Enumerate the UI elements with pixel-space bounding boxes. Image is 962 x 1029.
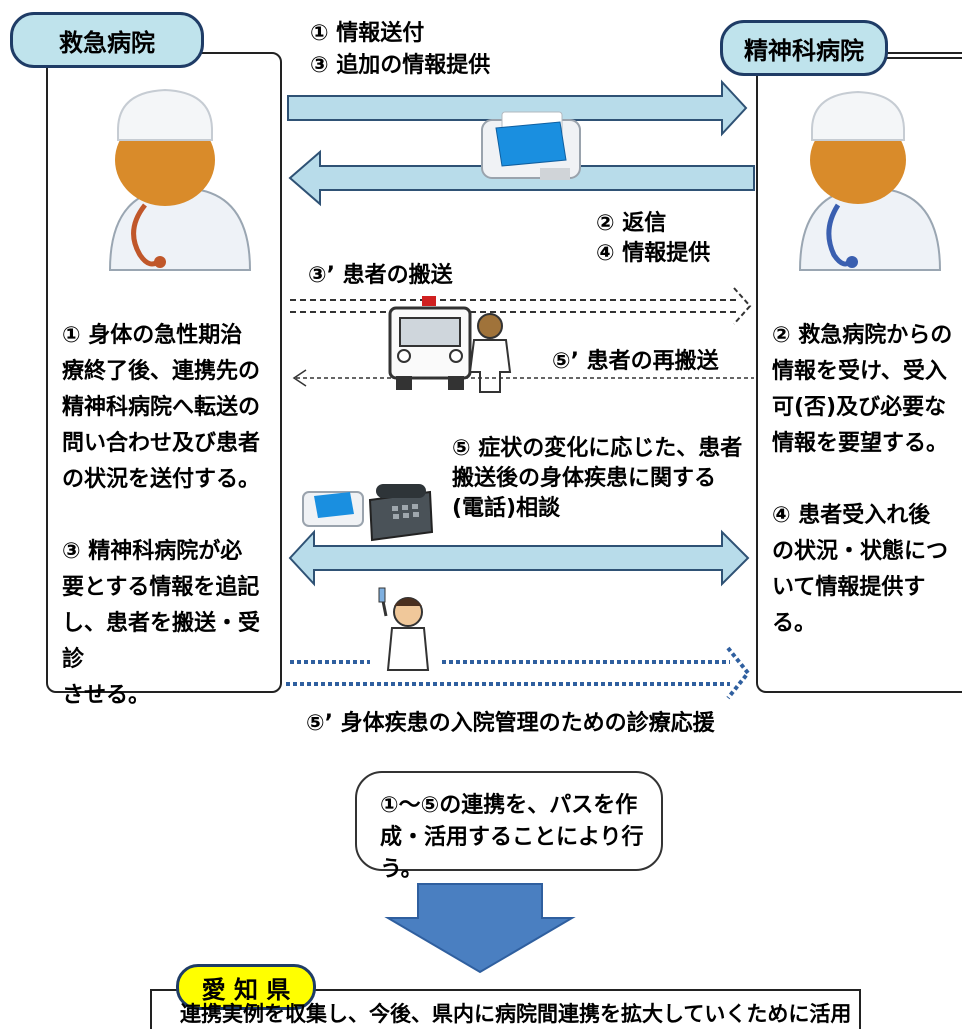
summary-box (355, 771, 663, 871)
telephone-icon (368, 484, 434, 542)
prefecture-text: 連携実例を収集し、今後、県内に病院間連携を拡大していくために活用 (180, 1002, 852, 1026)
label-transport: ③’ 患者の搬送 (308, 263, 453, 288)
ambulance-icon (388, 296, 472, 390)
label-support: ⑤’ 身体疾患の入院管理のための診療応援 (306, 711, 715, 736)
label-info-provide: ④ 情報提供 (596, 241, 711, 266)
arrow-info-send (287, 79, 748, 137)
label-consult: ⑤ 症状の変化に応じた、患者 搬送後の身体疾患に関する (電話)相談 (452, 436, 743, 521)
arrow-consult (288, 529, 750, 587)
prefecture-tab: 愛 知 県 (176, 964, 316, 1010)
arrow-support (286, 646, 751, 700)
psych-hospital-tab: 精神科病院 (720, 20, 888, 76)
doctor-left-icon (108, 88, 252, 271)
visiting-doctor-icon (378, 587, 430, 671)
label-additional-info: ③ 追加の情報提供 (310, 53, 491, 78)
er-hospital-tab: 救急病院 (10, 12, 204, 68)
patient-icon (468, 313, 512, 393)
fax-machine-icon (481, 111, 581, 180)
prefecture-box (150, 989, 861, 1029)
psych-hospital-description: ② 救急病院からの 情報を受け、受入 可(否)及び必要な 情報を要望する。 ④ … (772, 323, 953, 636)
fax-small-icon (302, 491, 364, 527)
big-down-arrow (384, 883, 576, 974)
label-reply: ② 返信 (596, 211, 667, 236)
label-retransport: ⑤’ 患者の再搬送 (552, 349, 719, 374)
summary-text: ①～⑤の連携を、パスを作 成・活用することにより行う。 (380, 793, 644, 882)
label-info-send: ① 情報送付 (310, 21, 425, 46)
er-hospital-description: ① 身体の急性期治 療終了後、連携先の 精神科病院へ転送の 問い合わせ及び患者 … (62, 323, 261, 708)
doctor-right-icon (798, 90, 942, 271)
